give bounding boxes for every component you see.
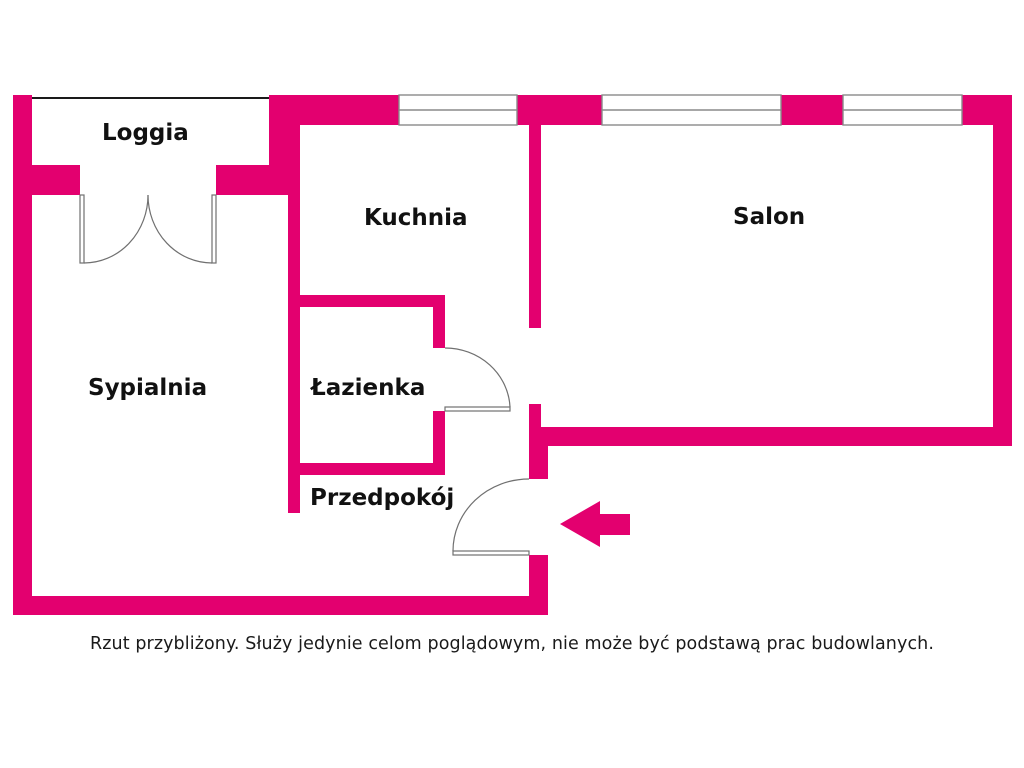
window-salon-2 bbox=[842, 94, 963, 126]
entrance-arrow-icon bbox=[560, 501, 630, 547]
window-kitchen bbox=[398, 94, 518, 126]
bathroom-door bbox=[444, 347, 511, 412]
wall-bathroom-top bbox=[288, 295, 445, 307]
room-label-przedpokoj: Przedpokój bbox=[310, 485, 455, 511]
room-label-salon: Salon bbox=[733, 204, 806, 230]
wall-kitchen-salon bbox=[529, 120, 541, 328]
window-salon-1 bbox=[601, 94, 782, 126]
wall-top-1 bbox=[269, 95, 399, 125]
room-label-loggia: Loggia bbox=[102, 120, 189, 146]
wall-bathroom-bottom bbox=[288, 463, 445, 475]
entrance-door bbox=[452, 478, 530, 556]
loggia-double-door bbox=[79, 194, 217, 264]
room-label-kuchnia: Kuchnia bbox=[364, 205, 468, 231]
wall-right-outer bbox=[993, 95, 1012, 446]
wall-hall-east-upper bbox=[529, 427, 548, 479]
wall-top-3 bbox=[781, 95, 843, 125]
wall-salon-bottom bbox=[529, 427, 1012, 446]
wall-left-outer bbox=[13, 95, 32, 615]
wall-bottom bbox=[13, 596, 548, 615]
disclaimer-caption: Rzut przybliżony. Służy jedynie celom po… bbox=[89, 634, 935, 654]
wall-bathroom-east-lower bbox=[433, 411, 445, 475]
wall-hall-east-lower bbox=[529, 555, 548, 615]
room-label-lazienka: Łazienka bbox=[311, 375, 426, 401]
room-label-sypialnia: Sypialnia bbox=[88, 375, 208, 401]
wall-loggia-left-stub bbox=[13, 165, 80, 195]
wall-bathroom-east-upper bbox=[433, 295, 445, 348]
